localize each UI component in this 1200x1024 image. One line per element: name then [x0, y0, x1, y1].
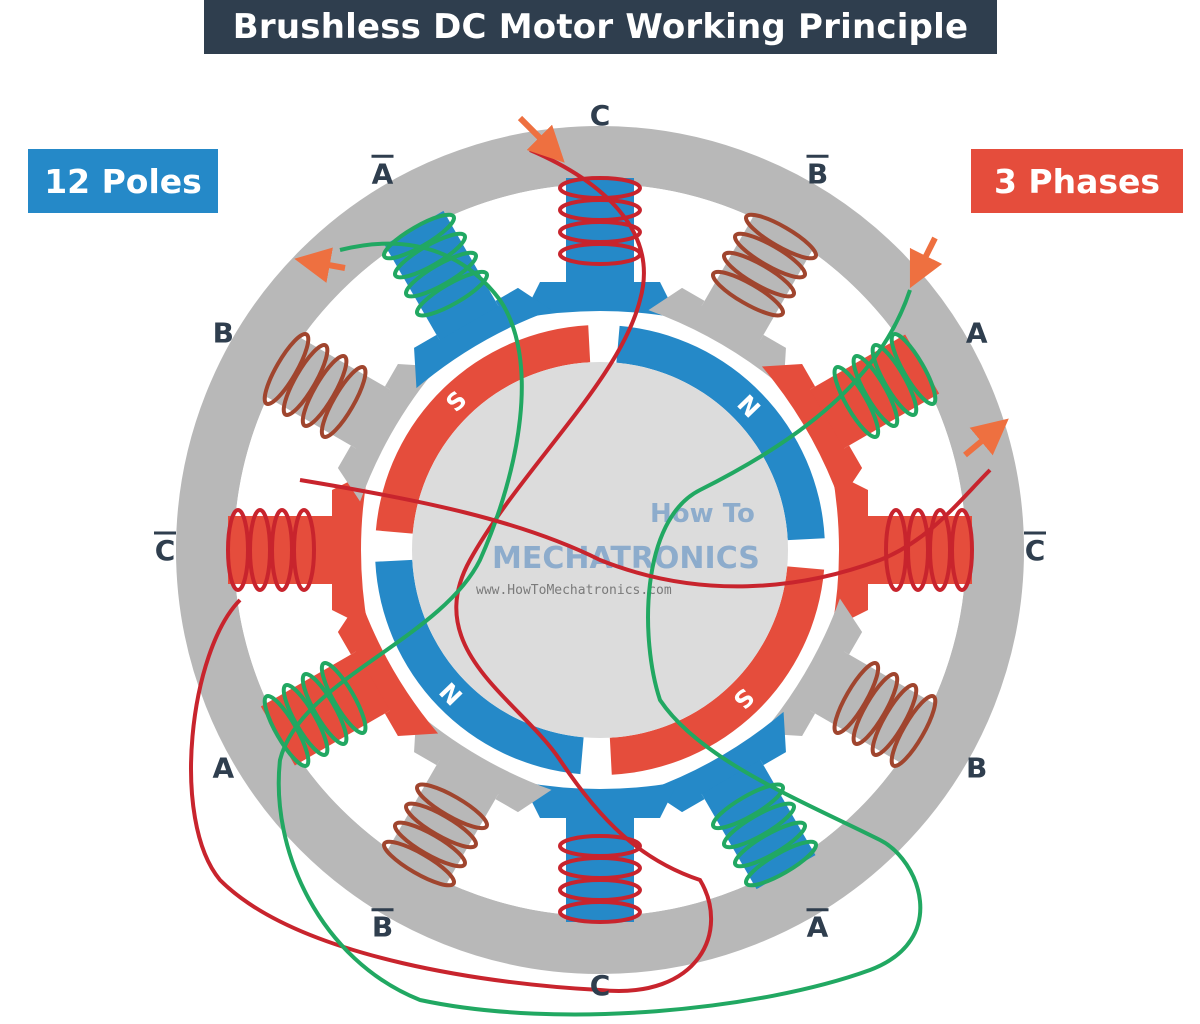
pole-label: A — [372, 157, 394, 190]
arrow-in-c — [517, 115, 565, 163]
phases-badge: 3 Phases — [971, 149, 1183, 213]
wire-phase-a — [276, 241, 923, 1017]
pole-labels: C B A C B A C B A C B A — [154, 99, 1046, 1002]
pole-label: B — [372, 911, 393, 944]
arrow-in-a — [909, 236, 943, 289]
coil-winding — [382, 782, 489, 888]
pole-label: C — [1025, 534, 1046, 567]
watermark-url: www.HowToMechatronics.com — [476, 583, 672, 598]
arrow-out-a — [294, 247, 346, 283]
current-arrows — [294, 115, 1009, 458]
coil-winding — [711, 212, 818, 318]
coil-winding — [558, 834, 642, 924]
stator-tooth — [648, 711, 816, 890]
stator-tooth — [648, 210, 816, 389]
coil-winding — [262, 332, 368, 439]
phase-wires — [189, 148, 992, 1017]
stator-tooth — [384, 711, 552, 890]
stator-coils — [226, 176, 974, 924]
poles-badge: 12 Poles — [28, 149, 218, 213]
rotor-magnet — [616, 325, 825, 541]
coil-winding — [226, 508, 316, 592]
stator-tooth — [260, 598, 439, 766]
rotor-magnet — [375, 325, 591, 534]
stator-tooth — [384, 210, 552, 389]
wire-return — [299, 468, 992, 589]
pole-label: B — [213, 317, 234, 350]
diagram-title: Brushless DC Motor Working Principle — [204, 0, 997, 54]
pole-label: C — [155, 534, 176, 567]
pole-label: A — [966, 317, 988, 350]
arrow-out-c — [963, 418, 1009, 458]
stator-ring — [176, 126, 1024, 974]
pole-label: B — [966, 752, 987, 785]
pole-label: A — [212, 752, 234, 785]
pole-label: A — [807, 911, 829, 944]
stator-tooth — [761, 334, 940, 502]
stator-tooth — [260, 334, 439, 502]
coil-winding — [884, 508, 974, 592]
stator-tooth — [761, 598, 940, 766]
pole-label: B — [807, 157, 828, 190]
coil-winding — [382, 212, 489, 318]
wire-phase-c — [189, 148, 714, 993]
pole-label: C — [590, 969, 611, 1002]
coil-winding — [832, 661, 938, 768]
coil-winding — [711, 782, 818, 888]
pole-label: C — [590, 99, 611, 132]
rotor-hub — [412, 362, 788, 738]
coil-winding — [832, 332, 938, 439]
rotor-magnet — [609, 566, 825, 775]
rotor-magnet — [375, 559, 584, 775]
